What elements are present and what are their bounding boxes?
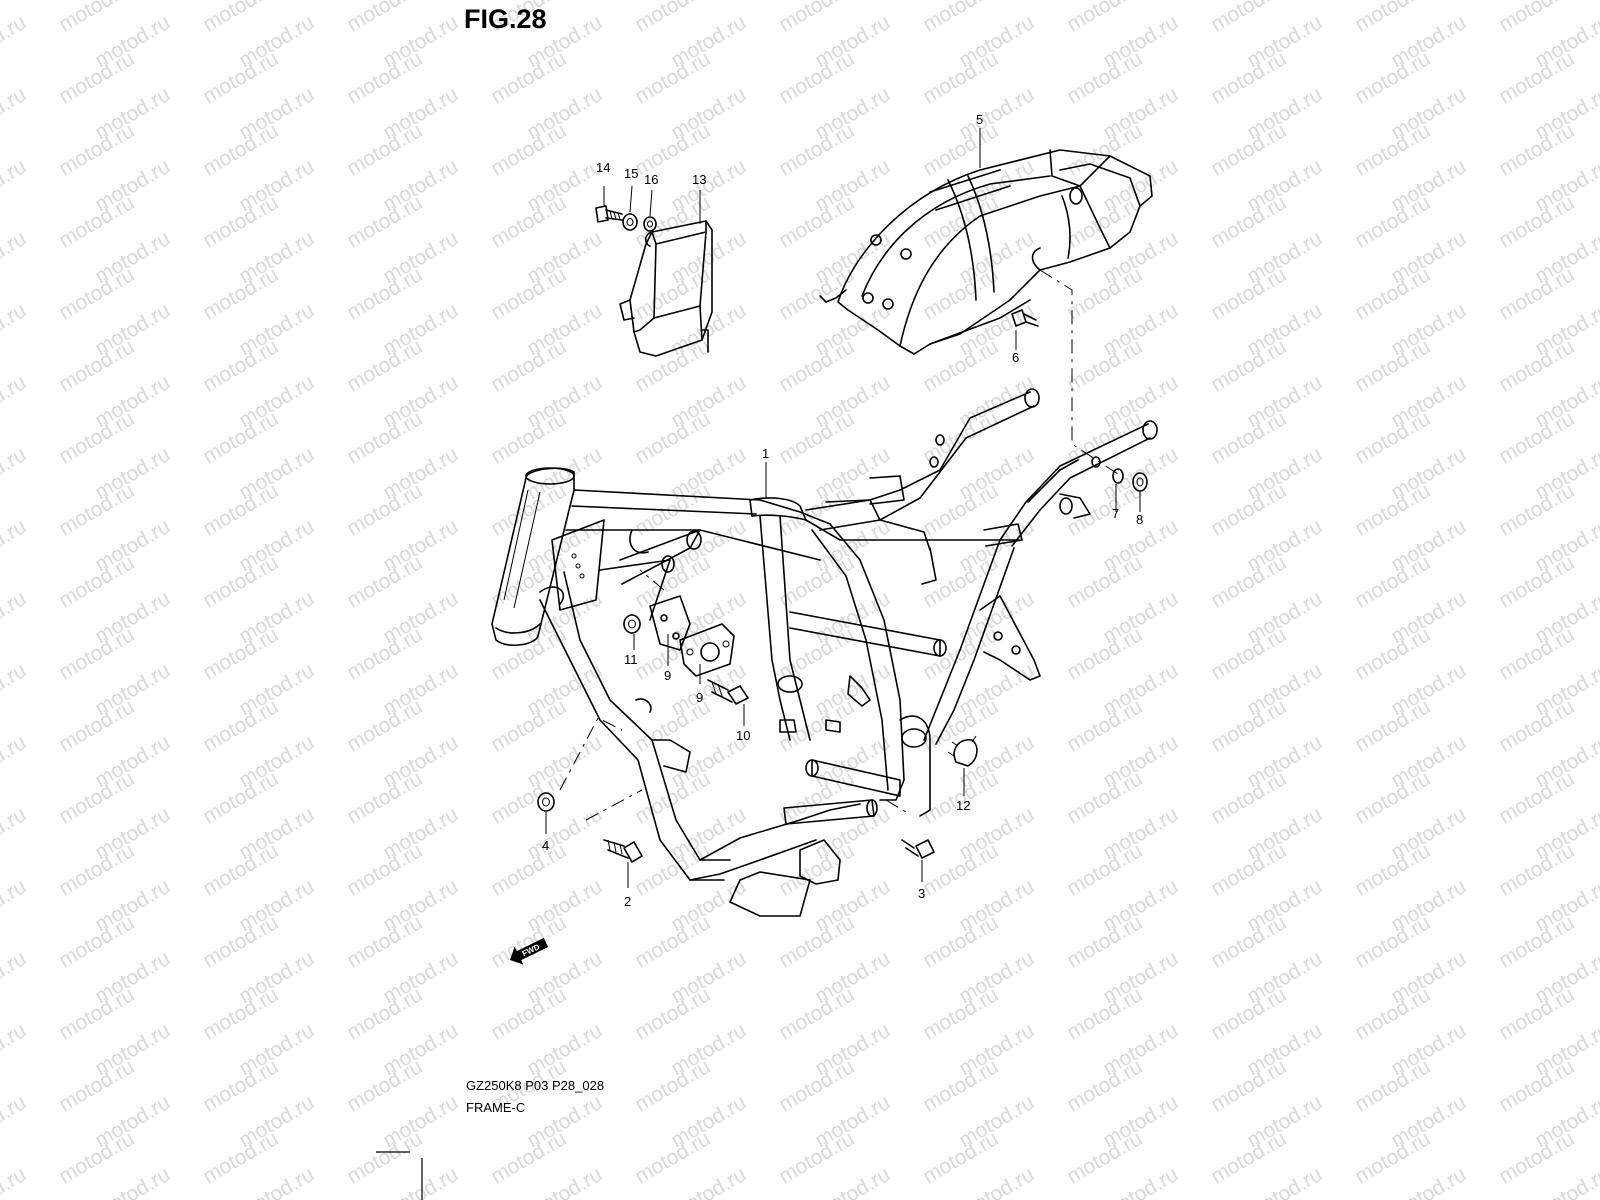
nut-part-8 <box>1132 472 1148 492</box>
part-label-9-lower: 9 <box>696 690 703 705</box>
part-label-6: 6 <box>1012 350 1019 365</box>
crop-mark <box>376 1151 423 1200</box>
part-label-10: 10 <box>736 728 750 743</box>
alignment-line-rear-bolt <box>885 799 907 813</box>
part-label-1: 1 <box>762 446 769 461</box>
part-label-12: 12 <box>956 798 970 813</box>
nut-part-4 <box>537 792 555 812</box>
part-label-5: 5 <box>976 112 983 127</box>
leader-lines <box>545 128 1141 888</box>
washer-part-7 <box>1112 468 1124 484</box>
figure-title: FIG.28 <box>464 4 547 34</box>
fwd-label: FWD <box>521 942 542 958</box>
nut-part-15 <box>622 213 638 231</box>
washer-part-16 <box>643 216 657 232</box>
part-label-8: 8 <box>1136 512 1143 527</box>
part-label-4: 4 <box>542 838 549 853</box>
part-label-13: 13 <box>692 172 706 187</box>
rear-fender-part-5 <box>819 149 1153 355</box>
clip-part-12 <box>947 735 978 767</box>
part-label-16: 16 <box>644 172 658 187</box>
part-label-9-upper: 9 <box>664 668 671 683</box>
part-label-2: 2 <box>624 894 631 909</box>
alignment-line-mount <box>639 569 665 591</box>
part-label-14: 14 <box>596 160 610 175</box>
part-number-labels: 1 2 3 4 5 6 7 8 9 9 10 11 12 13 14 15 16 <box>542 112 1143 909</box>
part-label-15: 15 <box>624 166 638 181</box>
bracket-box-part-13 <box>619 220 713 357</box>
bolt-part-10 <box>707 679 749 705</box>
engine-mount-plate-part-9b <box>679 623 735 677</box>
fwd-arrow-icon: FWD <box>510 937 549 965</box>
engine-mount-plate-part-9a <box>649 595 691 651</box>
part-label-3: 3 <box>918 886 925 901</box>
part-label-7: 7 <box>1112 506 1119 521</box>
bolt-part-3 <box>901 839 935 859</box>
alignment-line-front-lower <box>559 717 623 791</box>
bolt-part-2 <box>603 839 643 863</box>
figure-code: GZ250K8 P03 P28_028 <box>466 1078 605 1093</box>
part-label-11: 11 <box>624 652 638 667</box>
nut-part-11 <box>623 614 641 634</box>
figure-name: FRAME-C <box>466 1100 526 1115</box>
bolt-part-6 <box>1011 309 1039 327</box>
main-frame-part-1 <box>491 388 1158 917</box>
bolt-part-14 <box>595 205 623 223</box>
alignment-line-front-bolt <box>585 789 643 821</box>
